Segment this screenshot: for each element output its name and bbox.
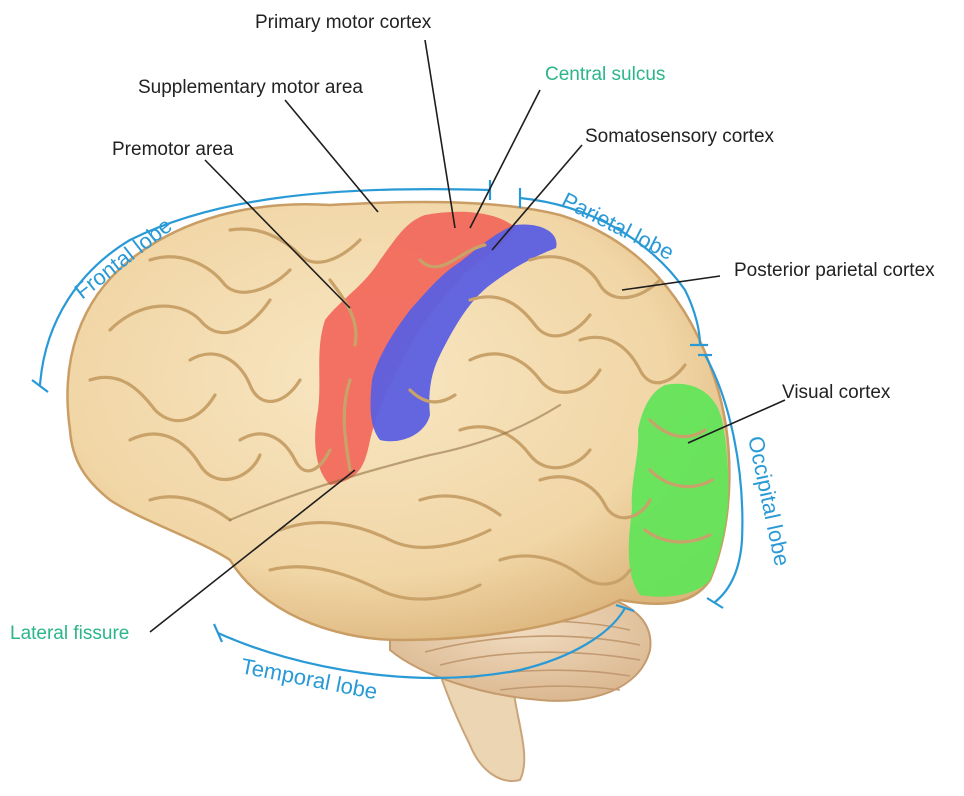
visual-region	[629, 384, 729, 597]
label-visual-cortex: Visual cortex	[782, 382, 891, 403]
label-posterior-parietal-cortex: Posterior parietal cortex	[734, 260, 935, 281]
label-primary-motor-cortex: Primary motor cortex	[255, 12, 432, 33]
label-lateral-fissure: Lateral fissure	[10, 623, 129, 644]
label-somatosensory-cortex: Somatosensory cortex	[585, 126, 775, 147]
label-central-sulcus: Central sulcus	[545, 64, 665, 85]
primary-motor-leader	[425, 40, 455, 228]
lobe-label-temporal: Temporal lobe	[239, 653, 379, 704]
label-premotor-area: Premotor area	[112, 139, 234, 160]
lobe-label-occipital: Occipital lobe	[743, 434, 795, 568]
label-supplementary-motor-area: Supplementary motor area	[138, 77, 363, 98]
